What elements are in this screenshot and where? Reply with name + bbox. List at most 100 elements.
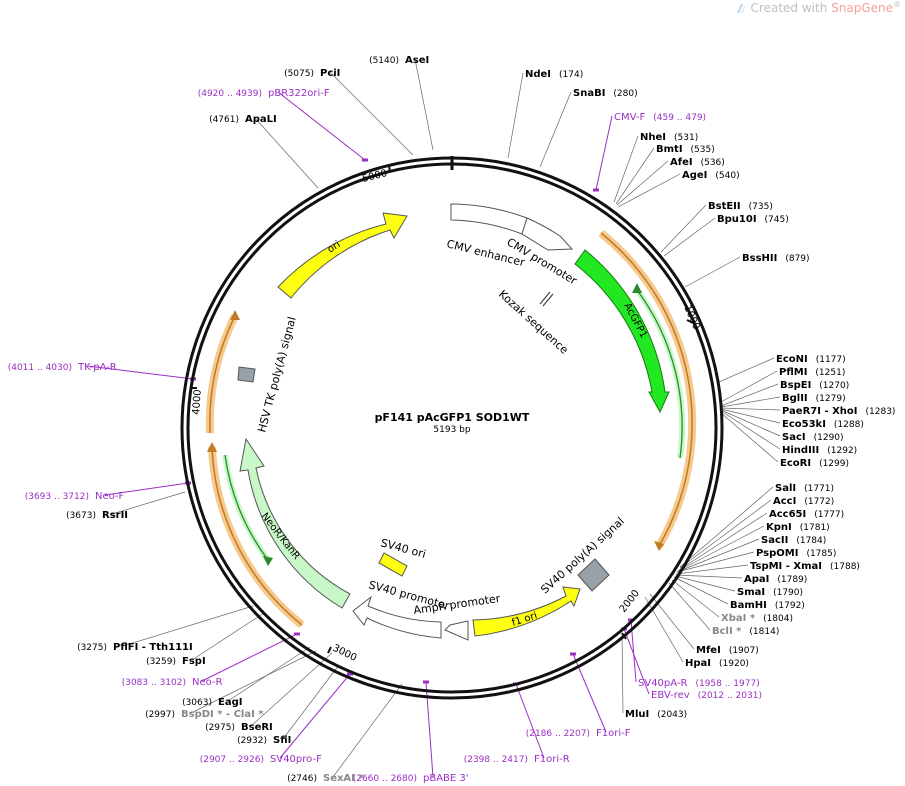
- leader-line-36: [644, 596, 684, 663]
- annotation-position-26: (1781): [800, 523, 830, 533]
- annotation-position-24: (1772): [804, 497, 834, 507]
- feature-neor-kanr-arrow: [239, 437, 351, 609]
- annotation-name-39: MluI: [625, 709, 649, 720]
- leader-line-34: [668, 582, 711, 631]
- annotation-name-33: XbaI *: [721, 613, 756, 624]
- annotation-position-53: (3693 .. 3712): [25, 492, 89, 502]
- feature-cmv-promoter-arrow: [521, 217, 574, 251]
- annotation-name-2: pBR322ori-F: [268, 88, 330, 99]
- annotation-position-18: (1283): [866, 407, 896, 417]
- leader-line-18: [720, 407, 781, 411]
- annotation-position-35: (1907): [729, 646, 759, 656]
- leader-line-43: [332, 683, 403, 778]
- leader-line-41: [515, 683, 545, 759]
- orf-tk-arrowhead: [230, 310, 240, 320]
- leader-line-20: [720, 409, 781, 437]
- leader-line-50: [191, 612, 265, 661]
- annotation-position-28: (1785): [806, 549, 836, 559]
- orf-acgfp1-arrowhead: [654, 541, 664, 551]
- annotation-position-38: (2012 .. 2031): [698, 691, 762, 701]
- annotation-name-40: F1ori-F: [596, 728, 631, 739]
- annotation-name-35: MfeI: [696, 645, 721, 656]
- annotation-labels: (5140)AseI(5075)PciI(4920 .. 4939)pBR322…: [8, 55, 896, 784]
- annotation-name-18: PaeR7I - XhoI: [782, 406, 858, 417]
- orf-tk-band: [205, 314, 239, 434]
- leader-line-6: [595, 115, 613, 191]
- annotation-position-52: (3673): [66, 511, 96, 521]
- annotation-name-20: SacI: [782, 432, 806, 443]
- leader-line-51: [122, 605, 254, 647]
- annotation-position-27: (1784): [796, 536, 826, 546]
- annotation-name-53: Neo-F: [95, 491, 125, 502]
- feature-ori-arrow: [277, 212, 408, 299]
- primer-mark-49: [294, 632, 300, 636]
- annotation-name-41: F1ori-R: [534, 754, 570, 765]
- leader-line-27: [676, 538, 760, 573]
- orf-neo-line: [211, 446, 303, 626]
- snapgene-logo-icon: [736, 4, 746, 13]
- leader-line-5: [539, 91, 572, 168]
- feature-f1-ori-arrow: [472, 586, 581, 637]
- leader-line-4: [507, 72, 524, 159]
- leader-line-24: [679, 499, 772, 569]
- annotation-name-54: TK-pA-R: [77, 362, 117, 373]
- annotation-name-17: BglII: [782, 393, 808, 404]
- annotation-position-54: (4011 .. 4030): [8, 363, 72, 373]
- leader-line-22: [720, 412, 779, 463]
- annotation-name-22: EcoRI: [780, 458, 811, 469]
- annotation-name-13: BssHII: [742, 253, 777, 264]
- annotation-position-6: (459 .. 479): [653, 113, 706, 123]
- primer-mark-42: [423, 680, 429, 684]
- annotation-position-22: (1299): [819, 459, 849, 469]
- leader-line-17: [720, 396, 781, 408]
- leader-line-2: [277, 91, 366, 161]
- annotation-position-2: (4920 .. 4939): [198, 89, 262, 99]
- feature-sv40-promoter-arrow: [352, 595, 442, 639]
- annotation-position-9: (536): [701, 158, 725, 168]
- annotation-position-12: (745): [765, 215, 789, 225]
- annotation-position-21: (1292): [827, 446, 857, 456]
- annotation-position-11: (735): [749, 202, 773, 212]
- annotation-position-1: (5075): [284, 69, 314, 79]
- annotation-name-4: NdeI: [525, 69, 551, 80]
- primer-mark-2: [362, 158, 368, 162]
- annotation-name-42: pBABE 3': [423, 773, 469, 784]
- leader-line-12: [663, 217, 716, 257]
- annotation-name-27: SacII: [761, 535, 788, 546]
- leader-line-30: [675, 574, 743, 579]
- leader-line-25: [678, 512, 768, 571]
- annotation-position-31: (1790): [773, 588, 803, 598]
- annotation-name-47: BspDI * - ClaI *: [181, 709, 264, 720]
- annotation-position-19: (1288): [834, 420, 864, 430]
- annotation-position-43: (2746): [287, 774, 317, 784]
- watermark-reg: ®: [893, 0, 901, 9]
- leader-line-33: [671, 579, 720, 618]
- feature-label-sv40-promoter: SV40 promoter: [367, 578, 451, 612]
- tick-label-4000: 4000: [191, 389, 204, 415]
- orf-neo-arrowhead: [207, 442, 217, 452]
- leader-line-16: [720, 383, 779, 407]
- annotation-position-48: (3063): [182, 698, 212, 708]
- annotation-name-21: HindIII: [782, 445, 819, 456]
- annotation-position-41: (2398 .. 2417): [464, 755, 528, 765]
- feature-sv40-ori-box: [378, 552, 408, 577]
- leader-line-46: [250, 652, 333, 727]
- annotation-position-25: (1777): [814, 510, 844, 520]
- annotation-position-34: (1814): [749, 627, 779, 637]
- annotation-position-44: (2907 .. 2926): [200, 755, 264, 765]
- orf-arcs: [205, 229, 697, 629]
- leader-line-21: [720, 410, 781, 450]
- annotation-name-11: BstEII: [708, 201, 741, 212]
- annotation-position-3: (4761): [209, 115, 239, 125]
- leader-line-14: [718, 357, 775, 383]
- annotation-name-50: FspI: [182, 656, 206, 667]
- feature-sv40-polya-box: [577, 558, 610, 592]
- leader-line-3: [254, 117, 319, 189]
- feature-label-f1-ori: f1 ori: [511, 610, 539, 629]
- annotation-name-1: PciI: [320, 68, 340, 79]
- annotation-name-48: EagI: [218, 697, 242, 708]
- leader-line-47: [190, 650, 317, 714]
- annotation-position-42: (2660 .. 2680): [353, 774, 417, 784]
- annotation-position-51: (3275): [77, 643, 107, 653]
- annotation-position-20: (1290): [814, 433, 844, 443]
